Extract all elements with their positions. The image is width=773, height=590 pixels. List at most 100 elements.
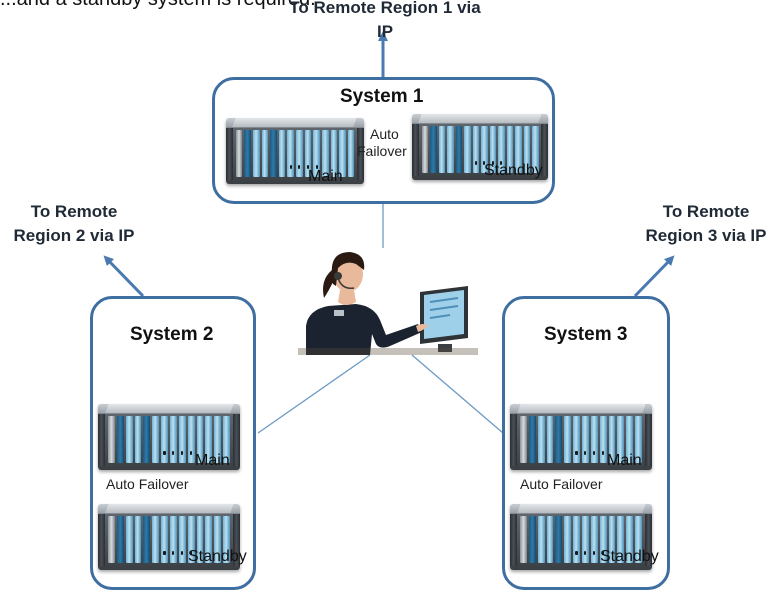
system-2-title: System 2 (130, 324, 214, 345)
rack-module (581, 515, 589, 564)
rack-module (617, 415, 625, 464)
rack-module (321, 129, 329, 178)
module-indicator (483, 160, 486, 165)
rack-lid (418, 114, 542, 123)
remote-region-2-line2: Region 2 via IP (13, 226, 135, 245)
module-indicator (584, 450, 587, 455)
system-3-standby-rack (510, 504, 652, 570)
rack-ear-right (232, 513, 240, 567)
rack-ear-left (412, 123, 419, 177)
rack-module (581, 415, 589, 464)
remote-region-1-label: To Remote Region 1 via IP (289, 0, 481, 41)
rack-module (235, 129, 243, 178)
rack-module (330, 129, 338, 178)
rack-module (537, 415, 545, 464)
rack-module (347, 129, 355, 178)
module-indicator (298, 164, 301, 169)
system-3-title: System 3 (544, 324, 628, 345)
rack-module (252, 129, 260, 178)
rack-module (573, 515, 580, 564)
module-indicator (181, 450, 184, 455)
rack-module (223, 415, 230, 464)
rack-module (296, 129, 303, 178)
rack-module (519, 515, 527, 564)
rack-module (498, 125, 505, 174)
rack-module (537, 515, 545, 564)
module-indicator (190, 550, 193, 555)
system-2-standby-rack (98, 504, 240, 570)
rack-module (187, 415, 195, 464)
rack-ear-right (357, 127, 364, 181)
rack-module (590, 415, 598, 464)
rack-module (546, 415, 554, 464)
rack-ear-right (232, 413, 240, 467)
rack-module (599, 515, 607, 564)
module-indicator (584, 550, 587, 555)
rack-module (635, 415, 642, 464)
rack-module (134, 515, 142, 564)
rack-module (134, 415, 142, 464)
rack-ear-right (644, 413, 652, 467)
remote-region-3-line2: Region 3 via IP (645, 226, 767, 245)
system-1-main-rack (226, 118, 364, 184)
system-2-main-rack (98, 404, 240, 470)
rack-module (472, 125, 480, 174)
rack-module (152, 415, 160, 464)
rack-module (515, 125, 522, 174)
system-3-main-label: Main (607, 452, 642, 469)
rack-module (196, 515, 204, 564)
system-1-failover-line1: Auto (370, 126, 399, 142)
module-indicator (474, 160, 477, 165)
rack-module (564, 415, 572, 464)
rack-module (617, 515, 625, 564)
rack-module-slots (519, 515, 642, 564)
system-3-main-rack (510, 404, 652, 470)
rack-module (107, 415, 115, 464)
system-1-failover-line2: Failover (357, 143, 407, 159)
rack-module (125, 415, 133, 464)
rack-module (223, 515, 230, 564)
rack-lid (104, 404, 234, 413)
rack-module (205, 415, 213, 464)
system-1-standby-rack (412, 114, 548, 180)
module-indicator (593, 450, 596, 455)
rack-module (107, 515, 115, 564)
rack-module (421, 125, 429, 174)
system-1-standby-label: Standby (484, 162, 543, 179)
rack-module (564, 515, 572, 564)
module-indicator (593, 550, 596, 555)
module-indicator (181, 550, 184, 555)
rack-module (313, 129, 320, 178)
link-system-2 (257, 354, 371, 434)
rack-lid (516, 504, 646, 513)
rack-module (270, 129, 277, 178)
rack-module-slots (421, 125, 539, 174)
rack-module (447, 125, 454, 174)
rack-module (519, 415, 527, 464)
rack-lid (516, 404, 646, 413)
rack-module (143, 415, 151, 464)
rack-module (464, 125, 471, 174)
rack-module (214, 515, 222, 564)
module-indicator (575, 550, 578, 555)
rack-module (489, 125, 497, 174)
rack-module (573, 415, 580, 464)
rack-module (506, 125, 514, 174)
rack-module (287, 129, 295, 178)
rack-lid (104, 504, 234, 513)
rack-module (278, 129, 286, 178)
rack-module (178, 415, 186, 464)
remote-region-2-line1: To Remote (30, 202, 118, 221)
monitor-icon (420, 286, 468, 352)
rack-module (196, 415, 204, 464)
rack-module (455, 125, 463, 174)
module-indicator (500, 160, 503, 165)
module-indicator (602, 550, 605, 555)
system-2-main-label: Main (195, 452, 230, 469)
rack-ear-left (510, 413, 518, 467)
rack-module (125, 515, 133, 564)
rack-module-slots (235, 129, 355, 178)
rack-module (626, 415, 634, 464)
module-indicator (190, 450, 193, 455)
